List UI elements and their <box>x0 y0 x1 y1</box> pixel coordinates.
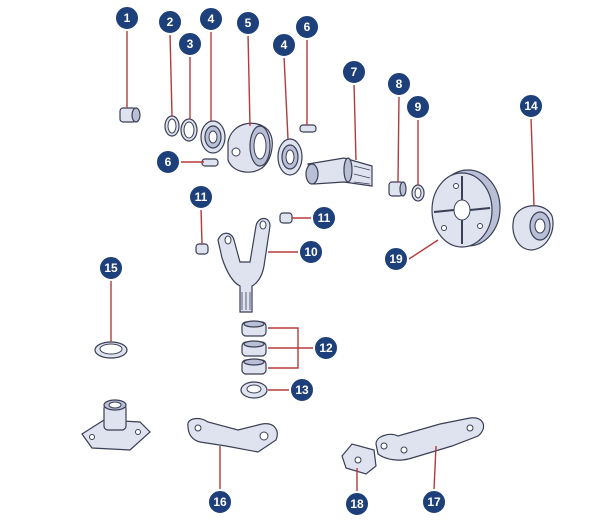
svg-text:1: 1 <box>124 11 131 25</box>
leader-lines <box>110 30 535 492</box>
callout-3: 3 <box>177 31 203 57</box>
svg-text:17: 17 <box>427 495 441 509</box>
part-16-arm <box>187 417 278 453</box>
callout-12: 12 <box>313 335 339 361</box>
callout-15: 15 <box>98 255 124 281</box>
base-housing-part <box>81 399 151 451</box>
part-13-seal <box>240 381 268 399</box>
svg-text:7: 7 <box>351 65 358 79</box>
callout-5: 5 <box>235 10 261 36</box>
part-18-clamp <box>341 443 377 475</box>
part-9-ring <box>411 184 425 202</box>
svg-text:14: 14 <box>524 99 538 113</box>
callout-8: 8 <box>386 71 412 97</box>
svg-text:12: 12 <box>319 341 333 355</box>
callout-11-right: 11 <box>311 205 337 231</box>
part-1-bushing <box>119 107 141 123</box>
svg-text:8: 8 <box>396 77 403 91</box>
part-12-bearing-2 <box>241 340 267 357</box>
part-15-o-ring <box>94 341 128 359</box>
callout-14: 14 <box>518 93 544 119</box>
callout-1: 1 <box>114 5 140 31</box>
svg-text:9: 9 <box>415 100 422 114</box>
svg-text:11: 11 <box>195 190 208 204</box>
callout-9: 9 <box>405 94 431 120</box>
part-7-splined-shaft <box>305 157 373 187</box>
callout-6-left: 6 <box>155 149 181 175</box>
svg-text:19: 19 <box>389 252 403 266</box>
svg-text:15: 15 <box>104 261 118 275</box>
part-8-sleeve <box>388 181 407 197</box>
callout-16: 16 <box>207 489 233 515</box>
part-19-hub-disc <box>431 169 501 248</box>
callout-13: 13 <box>289 377 315 403</box>
callout-2: 2 <box>157 9 183 35</box>
svg-text:2: 2 <box>167 15 174 29</box>
callout-19: 19 <box>383 246 409 272</box>
part-10-yoke <box>217 217 271 313</box>
callout-6-top: 6 <box>294 14 320 40</box>
callout-4-left: 4 <box>198 6 224 32</box>
svg-text:4: 4 <box>208 12 215 26</box>
svg-text:10: 10 <box>304 245 318 259</box>
part-11-bushing-right <box>279 212 293 224</box>
svg-text:3: 3 <box>187 37 194 51</box>
svg-text:18: 18 <box>350 497 364 511</box>
svg-text:4: 4 <box>281 38 288 52</box>
callout-10: 10 <box>298 239 324 265</box>
part-3-washer <box>180 118 198 142</box>
svg-text:13: 13 <box>295 383 309 397</box>
callout-4-right: 4 <box>271 32 297 58</box>
part-17-long-arm <box>375 417 485 461</box>
callout-17: 17 <box>421 489 447 515</box>
svg-text:11: 11 <box>318 211 331 225</box>
part-12-bearing-1 <box>241 320 267 337</box>
svg-text:16: 16 <box>213 495 227 509</box>
svg-text:6: 6 <box>304 20 311 34</box>
part-6-pin-left <box>201 158 219 167</box>
part-11-bushing-left <box>195 243 209 255</box>
svg-text:6: 6 <box>165 155 172 169</box>
svg-text:5: 5 <box>245 16 252 30</box>
part-14-flange-hub <box>512 205 554 251</box>
part-5-housing <box>227 122 273 173</box>
callout-11-left: 11 <box>188 184 214 210</box>
part-2-snap-ring <box>164 115 180 137</box>
part-4-bearing-right <box>277 138 303 176</box>
part-6-pin-top <box>299 124 317 133</box>
callout-7: 7 <box>341 59 367 85</box>
part-4-bearing-left <box>200 120 226 154</box>
part-12-bearing-3 <box>241 358 267 375</box>
callout-18: 18 <box>344 491 370 517</box>
